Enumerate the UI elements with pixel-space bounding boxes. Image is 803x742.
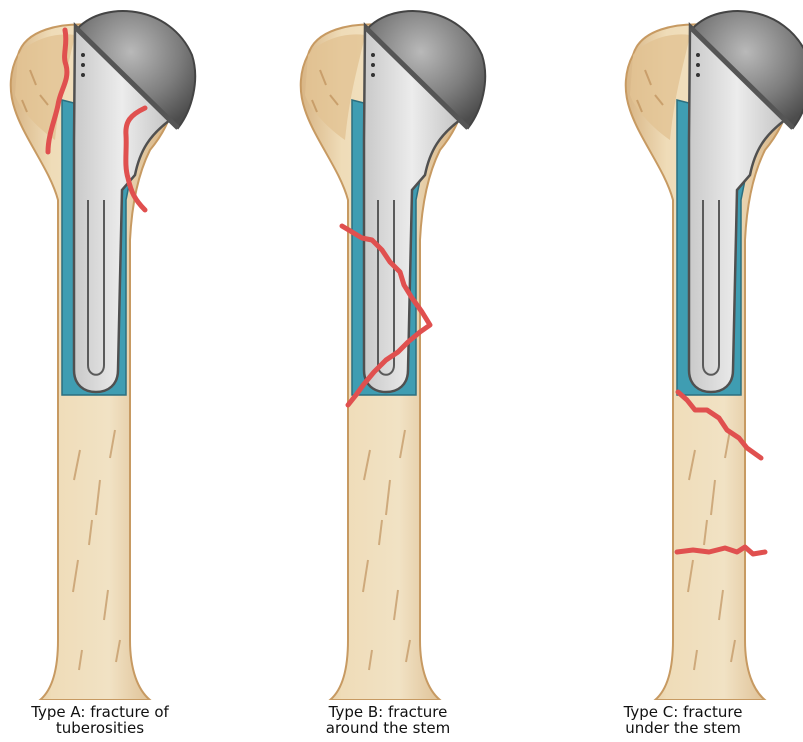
panel-type-b xyxy=(290,0,500,700)
caption-type-a: Type A: fracture of tuberosities xyxy=(0,704,220,736)
caption-b-line1: Type B: fracture xyxy=(268,704,508,720)
caption-b-line2: around the stem xyxy=(268,720,508,736)
caption-a-line2: tuberosities xyxy=(0,720,220,736)
humerus-diagram-b xyxy=(290,0,500,700)
caption-c-line2: under the stem xyxy=(563,720,803,736)
panel-type-c xyxy=(615,0,803,700)
humerus-diagram-a xyxy=(0,0,210,700)
caption-c-line1: Type C: fracture xyxy=(563,704,803,720)
humerus-diagram-c xyxy=(615,0,803,700)
caption-type-b: Type B: fracture around the stem xyxy=(268,704,508,736)
caption-a-line1: Type A: fracture of xyxy=(0,704,220,720)
caption-type-c: Type C: fracture under the stem xyxy=(563,704,803,736)
panel-type-a xyxy=(0,0,210,700)
